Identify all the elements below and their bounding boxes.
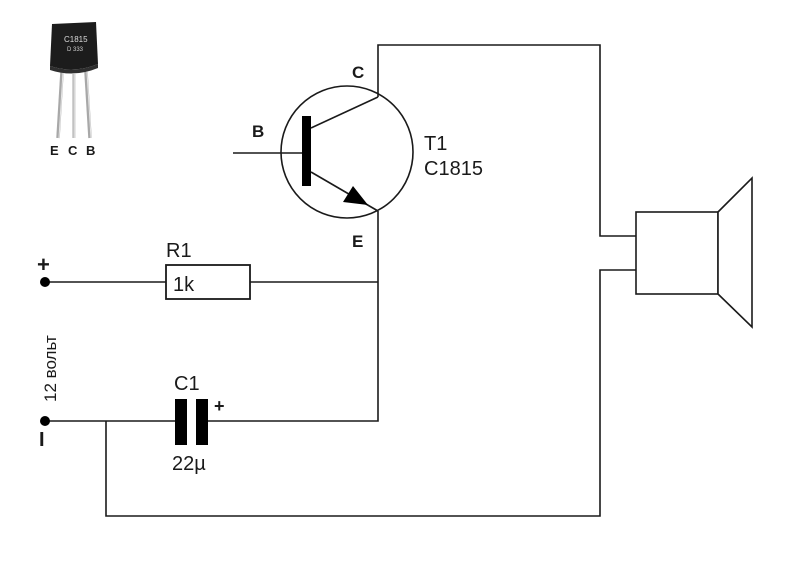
photo-lead-e-shine xyxy=(58,71,64,139)
emitter-diagonal xyxy=(310,171,379,212)
photo-pin-b-label: B xyxy=(86,143,95,158)
plus-terminal-dot xyxy=(40,277,50,287)
resistor-ref: R1 xyxy=(166,240,192,262)
capacitor-polarity: + xyxy=(214,396,225,416)
capacitor-plate-left xyxy=(175,399,187,445)
capacitor-plate-right xyxy=(196,399,208,445)
photo-pin-e-label: E xyxy=(50,143,59,158)
photo-lead-b xyxy=(84,71,92,139)
capacitor-value: 22µ xyxy=(172,453,206,475)
resistor-value: 1k xyxy=(173,274,195,296)
minus-terminal-dot xyxy=(40,416,50,426)
collector-diagonal xyxy=(310,96,379,129)
transistor-symbol: B C E T1 C1815 xyxy=(233,63,483,251)
return-to-speaker-wire xyxy=(105,269,636,517)
photo-lead-b-shine xyxy=(86,71,92,139)
photo-marking-2: D 333 xyxy=(67,47,84,53)
speaker-cone xyxy=(717,176,753,329)
resistor-body xyxy=(165,264,251,300)
plus-terminal-label: + xyxy=(37,252,50,277)
emitter-to-capacitor-wire xyxy=(208,211,379,422)
photo-pin-c-label: C xyxy=(68,143,78,158)
capacitor-c1: C1 + 22µ xyxy=(172,373,225,475)
wiring xyxy=(45,44,636,517)
capacitor-ref: C1 xyxy=(174,373,200,395)
photo-body-edge xyxy=(50,64,98,74)
photo-lead-e xyxy=(56,71,64,139)
photo-marking-1: C1815 xyxy=(64,35,88,44)
voltage-label: 12 вольт xyxy=(41,335,60,402)
pin-c-label: C xyxy=(352,63,364,82)
transistor-part: C1815 xyxy=(424,158,483,180)
transistor-photo: C1815 D 333 E C B xyxy=(50,22,98,158)
transistor-base-bar xyxy=(302,116,311,186)
power-terminals: + I 12 вольт xyxy=(37,252,60,451)
collector-to-speaker-wire xyxy=(377,44,636,237)
transistor-circle xyxy=(280,85,414,219)
speaker xyxy=(635,176,753,329)
transistor-ref: T1 xyxy=(424,133,447,155)
photo-body xyxy=(50,22,98,70)
pin-b-label: B xyxy=(252,122,264,141)
emitter-arrow xyxy=(343,186,368,205)
minus-terminal-label: I xyxy=(39,429,45,451)
pin-e-label: E xyxy=(352,232,363,251)
speaker-magnet xyxy=(635,211,719,295)
resistor-r1: R1 1k xyxy=(165,240,251,300)
